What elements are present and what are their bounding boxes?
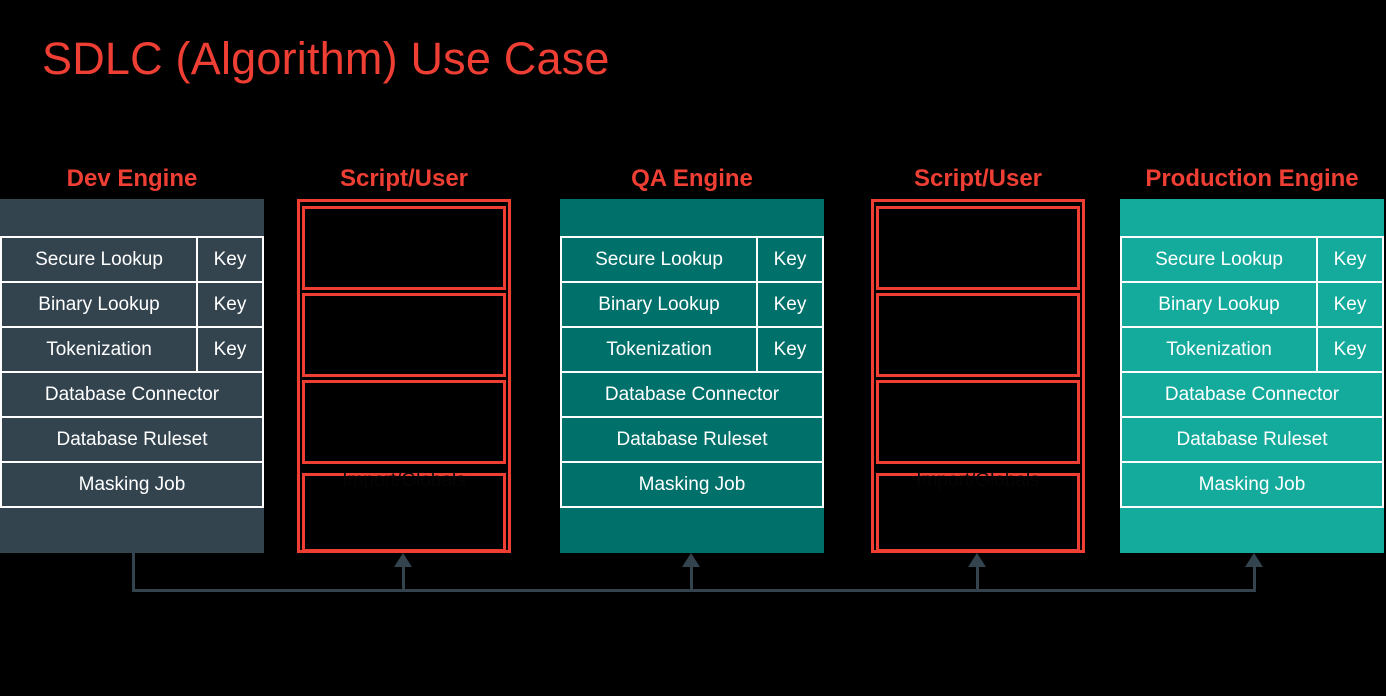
row-label: Tokenization [1122,328,1318,371]
engine-panel-production[interactable]: Secure Lookup Key Binary Lookup Key Toke… [1120,199,1384,553]
row-label: Database Connector [1164,383,1340,405]
connector-riser-qa [690,566,693,592]
script-box[interactable] [876,473,1080,552]
table-row[interactable]: Database Ruleset [1122,418,1382,463]
panel-top-spacer [0,199,264,236]
table-row[interactable]: Masking Job [2,463,262,508]
row-label: Binary Lookup [1122,283,1318,326]
script-obscured-label: Import/Globals [916,470,1040,491]
connector-riser-script-1 [402,566,405,592]
row-key: Key [1333,293,1367,315]
script-box[interactable] [876,206,1080,290]
row-key: Key [773,338,807,360]
arrow-head-production [1245,553,1263,567]
row-label: Tokenization [2,328,198,371]
table-row[interactable]: Masking Job [1122,463,1382,508]
script-user-panel-1[interactable]: Import/Globals [297,199,511,553]
row-label: Database Connector [604,383,780,405]
panel-bottom-spacer [1120,508,1384,553]
row-label: Database Ruleset [1176,428,1328,450]
arrow-head-script-2 [968,553,986,567]
row-label: Masking Job [1198,473,1306,495]
table-row[interactable]: Secure Lookup Key [2,238,262,283]
row-key: Key [1333,338,1367,360]
row-label: Masking Job [78,473,186,495]
row-key: Key [213,338,247,360]
script-box[interactable] [876,380,1080,464]
table-row[interactable]: Secure Lookup Key [1122,238,1382,283]
panel-bottom-spacer [560,508,824,553]
row-label: Binary Lookup [2,283,198,326]
row-label: Binary Lookup [562,283,758,326]
table-row[interactable]: Binary Lookup Key [562,283,822,328]
script-user-panel-2[interactable]: Import/Globals [871,199,1085,553]
column-header-script-user-2: Script/User [913,165,1043,192]
row-label: Database Ruleset [56,428,208,450]
engine-rows-production: Secure Lookup Key Binary Lookup Key Toke… [1120,236,1384,508]
table-row[interactable]: Database Connector [2,373,262,418]
panel-top-spacer [1120,199,1384,236]
panel-top-spacer [560,199,824,236]
row-key: Key [1333,248,1367,270]
connector-riser-script-2 [976,566,979,592]
column-header-production-engine: Production Engine [1145,165,1359,192]
row-key: Key [773,248,807,270]
engine-rows-qa: Secure Lookup Key Binary Lookup Key Toke… [560,236,824,508]
row-label: Secure Lookup [562,238,758,281]
row-key: Key [213,248,247,270]
connector-source-drop [132,553,135,592]
row-label: Secure Lookup [1122,238,1318,281]
script-box[interactable] [302,206,506,290]
connector-bus [132,589,1255,592]
arrow-head-qa [682,553,700,567]
row-label: Masking Job [638,473,746,495]
engine-panel-dev[interactable]: Secure Lookup Key Binary Lookup Key Toke… [0,199,264,553]
column-header-qa-engine: QA Engine [631,165,753,192]
table-row[interactable]: Tokenization Key [1122,328,1382,373]
table-row[interactable]: Binary Lookup Key [2,283,262,328]
table-row[interactable]: Database Connector [562,373,822,418]
page-title: SDLC (Algorithm) Use Case [42,33,610,84]
connector-riser-production [1253,566,1256,592]
row-key: Key [213,293,247,315]
script-box[interactable] [302,380,506,464]
arrow-head-script-1 [394,553,412,567]
panel-bottom-spacer [0,508,264,553]
table-row[interactable]: Database Ruleset [562,418,822,463]
row-label: Secure Lookup [2,238,198,281]
table-row[interactable]: Secure Lookup Key [562,238,822,283]
engine-rows-dev: Secure Lookup Key Binary Lookup Key Toke… [0,236,264,508]
script-box[interactable] [876,293,1080,377]
table-row[interactable]: Database Ruleset [2,418,262,463]
row-label: Database Connector [44,383,220,405]
table-row[interactable]: Database Connector [1122,373,1382,418]
column-header-dev-engine: Dev Engine [66,165,198,192]
table-row[interactable]: Tokenization Key [562,328,822,373]
column-header-script-user-1: Script/User [339,165,469,192]
row-label: Tokenization [562,328,758,371]
engine-panel-qa[interactable]: Secure Lookup Key Binary Lookup Key Toke… [560,199,824,553]
row-key: Key [773,293,807,315]
script-box[interactable] [302,293,506,377]
table-row[interactable]: Binary Lookup Key [1122,283,1382,328]
table-row[interactable]: Masking Job [562,463,822,508]
row-label: Database Ruleset [616,428,768,450]
script-box[interactable] [302,473,506,552]
script-obscured-label: Import/Globals [342,470,466,491]
table-row[interactable]: Tokenization Key [2,328,262,373]
